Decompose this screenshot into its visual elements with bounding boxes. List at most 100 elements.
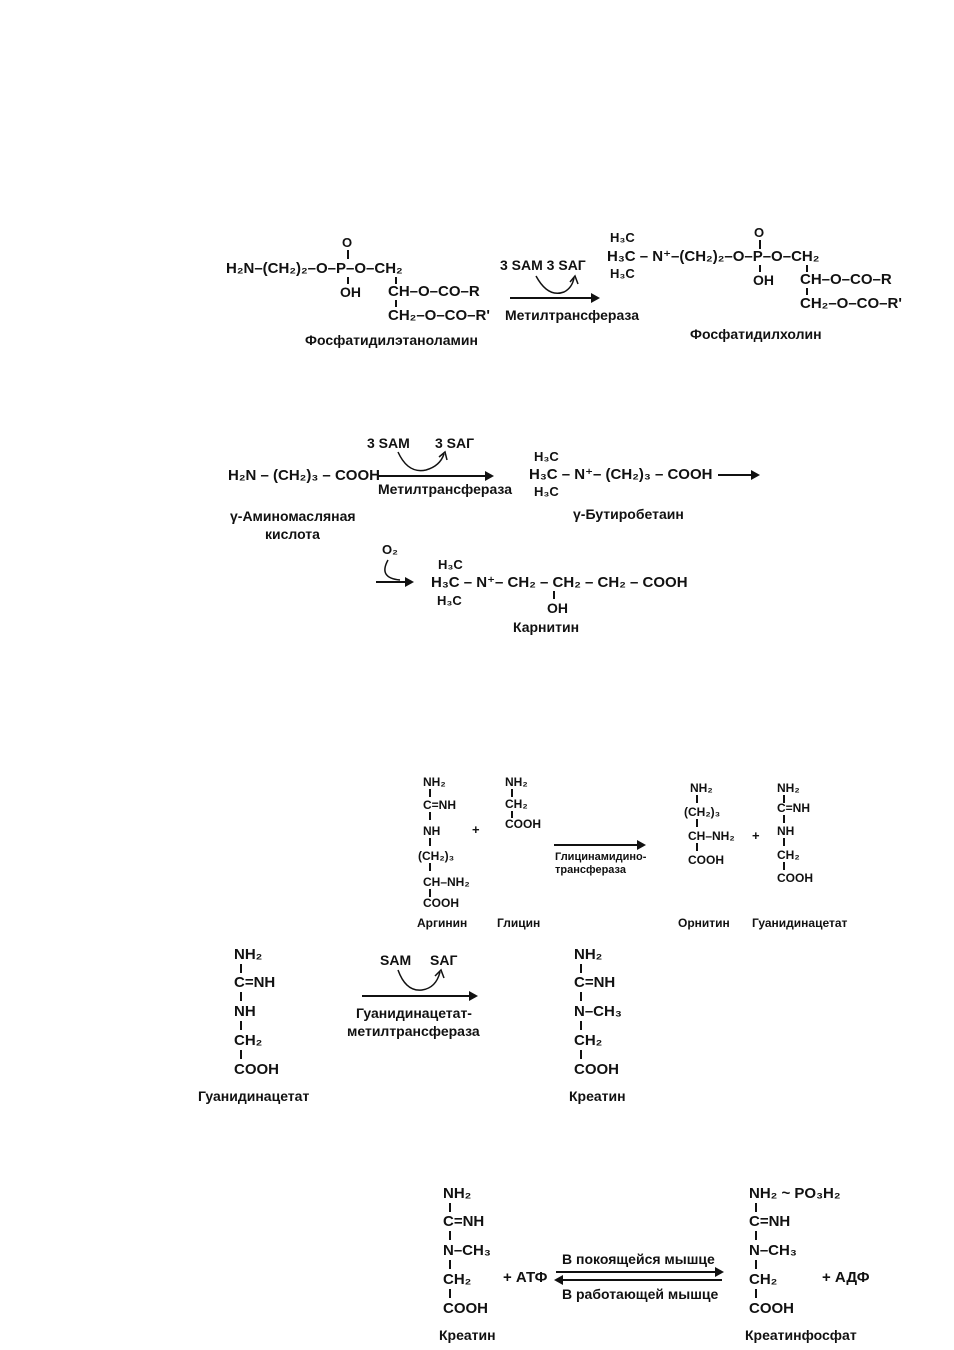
r2-o2: O₂ [382,542,398,557]
r4-gua-bond [240,964,242,973]
r5-crp-bond [755,1260,757,1269]
r4-gua-nh2: NH₂ [234,946,263,963]
arg-cooh: COOH [423,896,459,910]
r3-enzyme-1: Глицинамидино- [555,851,647,863]
pc-h3c-bottom: H₃C [610,266,635,281]
r5-cr-bond [449,1260,451,1269]
arg-nh: NH [423,824,441,838]
r3-enzyme-2: трансфераза [555,864,626,876]
pc-oxo-bond [759,240,761,249]
orn-chnh2: CH–NH₂ [688,829,735,843]
arg-chnh2: CH–NH₂ [423,875,470,889]
r1-curve [535,274,579,294]
btb-name: γ-Бутиробетаин [573,506,684,522]
r4-cr-nch3: N–CH₃ [574,1003,622,1020]
pe-name: Фосфатидилэтаноламин [305,332,478,348]
r5-cr-bond [449,1203,451,1212]
pc-ch2-bond [806,288,808,295]
r4-cr-ch2: CH₂ [574,1032,603,1049]
carn-oh: OH [547,600,568,616]
r5-cr-nch3: N–CH₃ [443,1242,491,1259]
r4-cr-nh2: NH₂ [574,946,603,963]
gly-nh2: NH₂ [505,775,528,789]
r2-arrow-2 [718,470,760,480]
pc-formula: H₃C – N⁺–(CH₂)₂–O–P–O–CH₂ [607,248,820,265]
r4-gua-bond [240,1021,242,1030]
r5-cr-cnh: C=NH [443,1213,485,1230]
r5-atp: + АТФ [503,1269,548,1286]
r4-arrow [362,991,478,1001]
gly-name: Глицин [497,916,541,930]
r3-arrow [554,840,646,850]
r5-crp-nch3: N–CH₃ [749,1242,797,1259]
gua-bond [783,862,785,870]
pc-name: Фосфатидилхолин [690,326,822,342]
gly-bond [511,789,513,797]
r5-cr-nh2: NH₂ [443,1185,472,1202]
gua-cnh: C=NH [777,801,811,815]
r5-crp-ch2: CH₂ [749,1271,778,1288]
pc-oxo: O [754,225,765,240]
pe-oh: OH [340,284,361,300]
r5-arrow-reverse [554,1275,722,1285]
gua-ch2: CH₂ [777,848,800,862]
r5-cr-cooh: COOH [443,1300,488,1317]
arg-nh2: NH₂ [423,775,446,789]
r4-cr-bond [580,992,582,1001]
gua-bond [783,795,785,803]
r4-cr-bond [580,964,582,973]
r1-reagents: 3 SAM 3 SAГ [500,257,586,273]
r4-cr-name: Креатин [569,1088,626,1104]
r5-crp-bond [755,1289,757,1298]
r1-enzyme: Метилтрансфераза [505,307,639,323]
r4-cr-cnh: C=NH [574,974,616,991]
btb-h3c-top: H₃C [534,449,559,464]
orn-cooh: COOH [688,853,724,867]
r5-forward-label: В покоящейся мышце [562,1251,715,1267]
r3-plus-2: + [752,828,760,843]
r4-enzyme-1: Гуанидинацетат- [356,1005,472,1021]
gua-bond [783,838,785,846]
pe-oh-bond [347,277,349,284]
pc-ch2: CH₂–O–CO–R' [800,295,902,312]
carn-h3c-bottom: H₃C [437,593,462,608]
pe-ch2: CH₂–O–CO–R' [388,307,490,324]
r5-reverse-label: В работающей мышце [562,1286,719,1302]
r4-curve [397,968,445,991]
r4-gua-ch2: CH₂ [234,1032,263,1049]
r1-arrow [510,293,600,303]
r4-sag: SAГ [430,952,458,968]
r5-cr-name: Креатин [439,1327,496,1343]
carn-oh-bond [553,591,555,599]
orn-nh2: NH₂ [690,781,713,795]
pe-ch: CH–O–CO–R [388,283,480,300]
arg-bond [429,889,431,897]
r4-cr-bond [580,1021,582,1030]
r4-gua-cooh: COOH [234,1061,279,1078]
gly-cooh: COOH [505,817,541,831]
r2-arrow-1 [378,471,494,481]
r4-gua-bond [240,1050,242,1059]
gua-nh: NH [777,824,795,838]
r5-cr-bond [449,1231,451,1240]
r5-adp: + АДФ [822,1269,870,1286]
r4-gua-cnh: C=NH [234,974,276,991]
gaba-formula: H₂N – (CH₂)₃ – COOH [228,467,380,484]
pe-formula: H₂N–(CH₂)₂–O–P–O–CH₂ [226,260,403,277]
arg-bond [429,789,431,797]
r5-crp-nh2: NH₂ ~ PO₃H₂ [749,1185,841,1202]
pc-oh-bond [759,265,761,272]
arg-bond [429,812,431,820]
arg-name: Аргинин [417,916,468,930]
carn-h3c-top: H₃C [438,557,463,572]
r2-arrow-3 [376,577,414,587]
orn-bond [696,819,698,827]
gly-bond [511,811,513,818]
arg-bond [429,838,431,846]
pe-oxo: O [342,235,353,250]
r5-crp-bond [755,1203,757,1212]
arg-bond [429,863,431,871]
r5-crp-cooh: COOH [749,1300,794,1317]
btb-h3c-bottom: H₃C [534,484,559,499]
r5-cr-bond [449,1289,451,1298]
